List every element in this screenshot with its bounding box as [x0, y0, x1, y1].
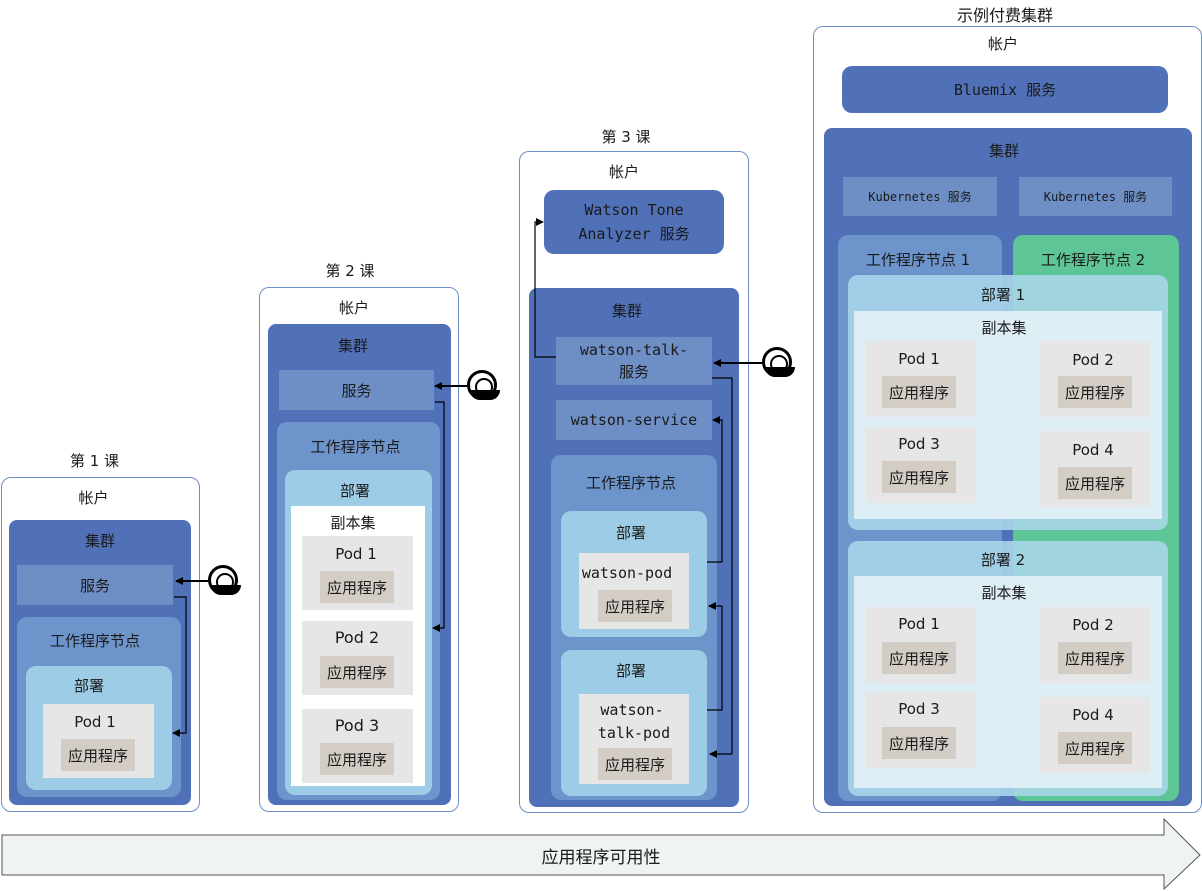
- paid-d1-pod-4-label: Pod 4: [1072, 441, 1114, 459]
- lesson2-pod-3-app: 应用程序: [320, 743, 394, 775]
- paid-bluemix-service: Bluemix 服务: [842, 66, 1168, 113]
- paid-k8s-service-2: Kubernetes 服务: [1019, 177, 1172, 216]
- lesson3-tone-analyzer-service: Watson Tone Analyzer 服务: [544, 190, 724, 254]
- lesson3-worker-label: 工作程序节点: [585, 474, 676, 492]
- lesson1-user-icon: [208, 565, 241, 595]
- lesson3-watson-talk-service: watson-talk- 服务: [556, 337, 712, 385]
- lesson2-deployment-label: 部署: [339, 482, 370, 500]
- paid-replicaset-1-label: 副本集: [981, 319, 1027, 337]
- lesson2-replicaset-label: 副本集: [330, 514, 376, 532]
- paid-d1-pod-1-app: 应用程序: [882, 376, 956, 408]
- lesson2-pod-1-label: Pod 1: [335, 545, 377, 563]
- paid-worker-2-label: 工作程序节点 2: [1040, 251, 1146, 269]
- lesson3-watson-talk-pod-line1: watson-: [600, 701, 664, 719]
- lesson1-cluster-label: 集群: [84, 532, 115, 550]
- paid-d2-pod-1-app: 应用程序: [882, 642, 956, 674]
- paid-d1-pod-2-label: Pod 2: [1072, 351, 1114, 369]
- paid-d2-pod-3-app: 应用程序: [882, 727, 956, 759]
- lesson2-cluster-label: 集群: [337, 337, 368, 355]
- lesson1-service: 服务: [17, 565, 173, 605]
- paid-d1-pod-3-app: 应用程序: [882, 461, 956, 493]
- paid-k8s-service-1: Kubernetes 服务: [843, 177, 997, 216]
- paid-d1-pod-1-label: Pod 1: [898, 350, 940, 368]
- lesson3-title: 第 3 课: [601, 128, 651, 146]
- lesson1-app: 应用程序: [61, 739, 135, 771]
- lesson3-watson-service: watson-service: [556, 400, 712, 440]
- paid-d2-pod-3-label: Pod 3: [898, 700, 940, 718]
- lesson3-watson-talk-pod-app: 应用程序: [598, 748, 672, 780]
- lesson2-pod-2-app: 应用程序: [320, 656, 394, 688]
- lesson3-talk-service-line1: watson-talk-: [579, 341, 689, 359]
- paid-worker-1-label: 工作程序节点 1: [865, 251, 971, 269]
- lesson2-pod-3-label: Pod 3: [334, 716, 380, 735]
- lesson1-title: 第 1 课: [69, 452, 120, 470]
- lesson3-tone-analyzer-line2: Analyzer 服务: [578, 225, 690, 243]
- paid-replicaset-2-label: 副本集: [981, 584, 1027, 602]
- paid-cluster-label: 集群: [988, 142, 1019, 160]
- lesson1-worker-label: 工作程序节点: [49, 632, 140, 650]
- lesson2-service: 服务: [279, 370, 434, 410]
- lesson3-cluster-label: 集群: [611, 302, 642, 320]
- paid-d1-pod-4-app: 应用程序: [1058, 467, 1132, 499]
- paid-d2-pod-2-label: Pod 2: [1072, 616, 1114, 634]
- lesson3-watson-talk-pod-line2: talk-pod: [597, 724, 671, 742]
- lesson3-account-label: 帐户: [608, 163, 639, 181]
- availability-arrow-label: 应用程序可用性: [541, 847, 661, 868]
- lesson2-title: 第 2 课: [325, 262, 375, 280]
- paid-title: 示例付费集群: [956, 6, 1053, 25]
- paid-d1-pod-2-app: 应用程序: [1058, 376, 1132, 408]
- paid-d2-pod-1-label: Pod 1: [898, 615, 940, 633]
- paid-deployment-2-label: 部署 2: [980, 551, 1026, 569]
- lesson3-talk-service-line2: 服务: [618, 363, 649, 381]
- lesson1-pod-label: Pod 1: [74, 713, 116, 731]
- lesson1-deployment-label: 部署: [73, 677, 104, 695]
- availability-arrow-shape: [1, 817, 1201, 891]
- paid-account-label: 帐户: [987, 35, 1018, 53]
- lesson2-pod-1-app: 应用程序: [320, 571, 394, 603]
- lesson3-watson-pod-label: watson-pod: [581, 564, 673, 582]
- lesson3-tone-analyzer-line1: Watson Tone: [584, 201, 684, 219]
- lesson3-deployment-2-label: 部署: [615, 662, 646, 680]
- paid-deployment-1-label: 部署 1: [980, 286, 1026, 304]
- paid-d2-pod-4-app: 应用程序: [1058, 732, 1132, 764]
- lesson1-account-label: 帐户: [78, 489, 109, 507]
- paid-d1-pod-3-label: Pod 3: [898, 435, 940, 453]
- lesson3-user-icon: [762, 347, 795, 377]
- paid-d2-pod-4-label: Pod 4: [1072, 706, 1114, 724]
- lesson2-user-icon: [467, 370, 500, 400]
- lesson2-account-label: 帐户: [338, 299, 369, 317]
- paid-d2-pod-2-app: 应用程序: [1058, 642, 1132, 674]
- lesson2-worker-label: 工作程序节点: [310, 438, 401, 456]
- lesson3-deployment-1-label: 部署: [615, 524, 646, 542]
- lesson3-watson-pod-app: 应用程序: [598, 590, 672, 622]
- availability-arrow: [1, 817, 1201, 891]
- lesson2-pod-2-label: Pod 2: [334, 628, 380, 647]
